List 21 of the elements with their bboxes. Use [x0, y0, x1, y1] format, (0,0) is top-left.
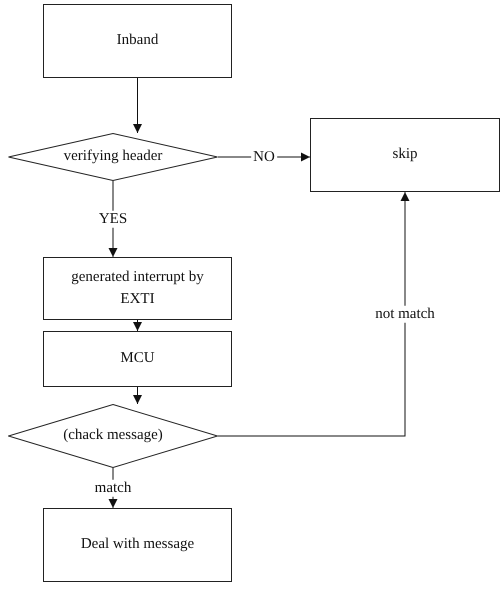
arrow: [133, 320, 142, 332]
arrow: [133, 78, 142, 134]
process-box: [43, 331, 232, 387]
process-box: [43, 4, 232, 78]
process-box: [310, 118, 500, 192]
node-text: skip: [392, 145, 418, 164]
process-box: [43, 257, 232, 320]
arrow: [133, 386, 142, 404]
edge-label: YES: [96, 210, 130, 228]
edge-label: match: [92, 480, 134, 496]
decision-diamond: [8, 133, 218, 181]
node-text: (chack message): [63, 426, 163, 446]
arrow: [218, 192, 410, 436]
decision-diamond: [8, 404, 218, 468]
node-text: MCU: [120, 349, 155, 368]
node-text: Inband: [116, 31, 158, 50]
process-box: [43, 508, 232, 582]
node-text: generated interrupt by EXTI: [70, 268, 205, 308]
node-text: Deal with message: [80, 535, 194, 554]
node-text: verifying header: [64, 147, 162, 166]
edge-label: not match: [373, 306, 437, 322]
